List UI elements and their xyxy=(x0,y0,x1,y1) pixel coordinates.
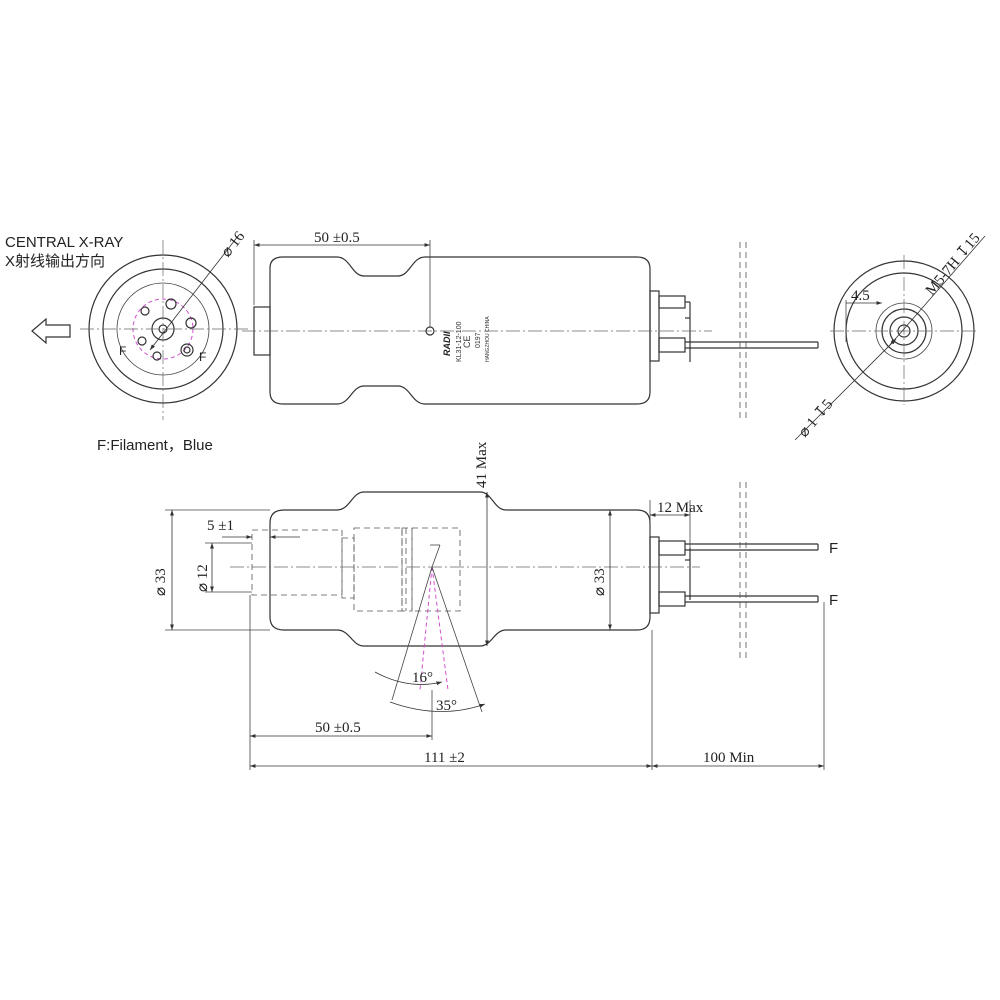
tube-origin: HANGZHOU CHINA xyxy=(485,316,491,362)
dim-100-min: 100 Min xyxy=(703,750,755,766)
central-xray-arrow-icon xyxy=(31,317,71,345)
central-xray-label-cn: X射线输出方向 xyxy=(5,253,105,270)
dim-5: 5 ±1 xyxy=(207,518,234,534)
dim-dia-33-left: ⌀ 33 xyxy=(153,568,169,596)
dim-41-max: 41 Max xyxy=(474,441,490,488)
left-end-view xyxy=(80,235,250,420)
tube-model: KL31-12-100 xyxy=(456,321,463,362)
dim-4-5: 4.5 xyxy=(851,288,870,304)
dim-dia-12: ⌀ 12 xyxy=(195,564,211,592)
filament-note: F:Filament，Blue xyxy=(97,437,213,454)
dim-dia-33-right: ⌀ 33 xyxy=(592,568,608,596)
dim-angle-35: 35° xyxy=(436,698,457,714)
dim-bottom-50: 50 ±0.5 xyxy=(315,720,361,736)
central-xray-label: CENTRAL X-RAY xyxy=(5,234,123,251)
wire-f-bottom: F xyxy=(829,592,838,609)
dim-top-50: 50 ±0.5 xyxy=(314,230,360,246)
wire-f-top: F xyxy=(829,540,838,557)
dim-dia-1-5: ⌀ 1 ↧5 xyxy=(796,396,837,440)
pin-f-left: F xyxy=(119,344,126,358)
bottom-side-view xyxy=(165,482,825,770)
top-side-view xyxy=(242,240,819,420)
tube-code: 0197 xyxy=(475,332,482,348)
dim-12-max: 12 Max xyxy=(657,500,704,516)
dim-111: 111 ±2 xyxy=(424,750,465,766)
pin-f-right: F xyxy=(199,350,206,364)
tube-ce-mark: CE xyxy=(462,335,472,348)
dim-m5-thread: M5-7H ↧15 xyxy=(923,230,984,298)
right-end-view xyxy=(794,235,986,441)
tube-brand-logo: RADII xyxy=(442,331,452,356)
dim-angle-16: 16° xyxy=(412,670,433,686)
